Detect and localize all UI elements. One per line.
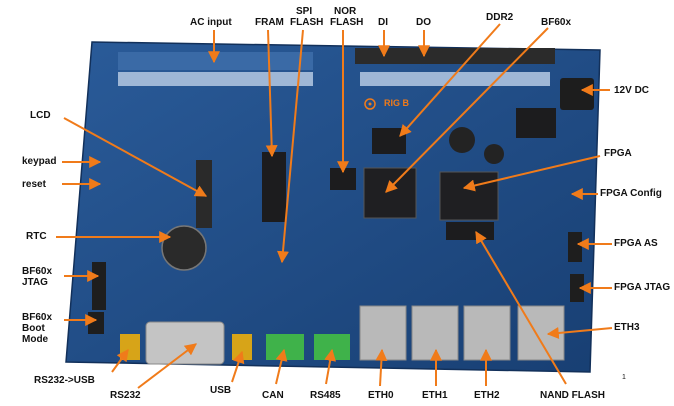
label-bf60x-jtag-line1: BF60x <box>22 266 53 277</box>
label-nand-flash: NAND FLASH <box>540 390 605 401</box>
arrow-bf60x <box>385 27 549 193</box>
label-di: DI <box>378 17 388 28</box>
label-rs485: RS485 <box>310 390 341 401</box>
arrow-eth3 <box>546 327 613 339</box>
arrow-spi-flash <box>276 29 304 264</box>
usb-port-right <box>232 334 252 360</box>
rs485-terminal <box>314 334 350 360</box>
arrow-rs232 <box>137 343 197 389</box>
arrow-rs232-usb <box>111 349 129 373</box>
arrow-fram <box>265 29 278 158</box>
rig-b-target-icon <box>364 98 376 110</box>
label-rs232: RS232 <box>110 390 141 401</box>
label-bf60x-boot-line1: BF60x <box>22 312 53 323</box>
label-nor-flash-line1: NOR <box>334 6 357 17</box>
dc-jack <box>560 78 594 110</box>
can-terminal <box>266 334 304 360</box>
label-can: CAN <box>262 390 284 401</box>
power-ic <box>516 108 556 138</box>
inductor <box>449 127 475 153</box>
rs232-connector <box>145 321 225 365</box>
label-bf60x-boot-line3: Mode <box>22 334 49 345</box>
arrow-ddr2 <box>399 23 501 137</box>
top-pin-headers <box>118 48 555 86</box>
label-fpga: FPGA <box>604 148 632 159</box>
arrow-fpga <box>462 155 601 192</box>
label-bf60x-boot-line2: Boot <box>22 323 45 334</box>
fpga-chip <box>439 171 499 221</box>
label-usb: USB <box>210 385 232 396</box>
label-nor-flash-line2: FLASH <box>330 17 364 28</box>
label-spi-flash-line2: FLASH <box>290 17 324 28</box>
label-rtc: RTC <box>26 231 47 242</box>
label-spi-flash-line1: SPI <box>296 6 313 17</box>
label-bf60x-jtag-line2: JTAG <box>22 277 48 288</box>
label-fram: FRAM <box>255 17 284 28</box>
fpga-jtag-header <box>570 274 584 302</box>
label-eth2: ETH2 <box>474 390 500 401</box>
label-reset: reset <box>22 179 46 190</box>
pcb-board <box>65 41 601 373</box>
bf60x-boot-header <box>88 312 104 334</box>
label-fpga-config: FPGA Config <box>600 188 662 199</box>
ddr2-chip <box>372 128 406 154</box>
label-12v-dc: 12V DC <box>614 85 650 96</box>
bf60x-jtag-header <box>92 262 106 310</box>
label-lcd: LCD <box>30 110 51 121</box>
label-eth1: ETH1 <box>422 390 448 401</box>
arrow-eth0 <box>375 348 388 387</box>
bf60x-processor <box>363 167 417 219</box>
arrow-can <box>275 348 288 385</box>
arrow-rs485 <box>324 348 337 385</box>
eth0-port <box>359 305 407 361</box>
nand-flash-chip <box>446 222 494 240</box>
label-rs232-usb: RS232->USB <box>34 375 95 386</box>
arrow-usb <box>231 350 245 383</box>
fpga-as-header <box>568 232 582 262</box>
label-rig-b: RIG B <box>384 98 410 108</box>
page-number: 1 <box>622 374 626 381</box>
label-bf60x: BF60x <box>541 17 572 28</box>
inductor-2 <box>484 144 504 164</box>
label-ddr2: DDR2 <box>486 12 514 23</box>
label-do: DO <box>416 17 431 28</box>
arrow-nand-flash <box>475 230 567 385</box>
nor-flash-chip <box>330 168 356 190</box>
label-fpga-as: FPGA AS <box>614 238 658 249</box>
label-fpga-jtag: FPGA JTAG <box>614 282 671 293</box>
callout-arrows <box>56 23 613 389</box>
rtc-battery <box>161 225 207 271</box>
label-keypad: keypad <box>22 156 57 167</box>
arrow-lcd <box>63 117 208 197</box>
label-eth3: ETH3 <box>614 322 640 333</box>
label-ac-input: AC input <box>190 17 232 28</box>
label-eth0: ETH0 <box>368 390 394 401</box>
fram-chip <box>262 152 286 222</box>
